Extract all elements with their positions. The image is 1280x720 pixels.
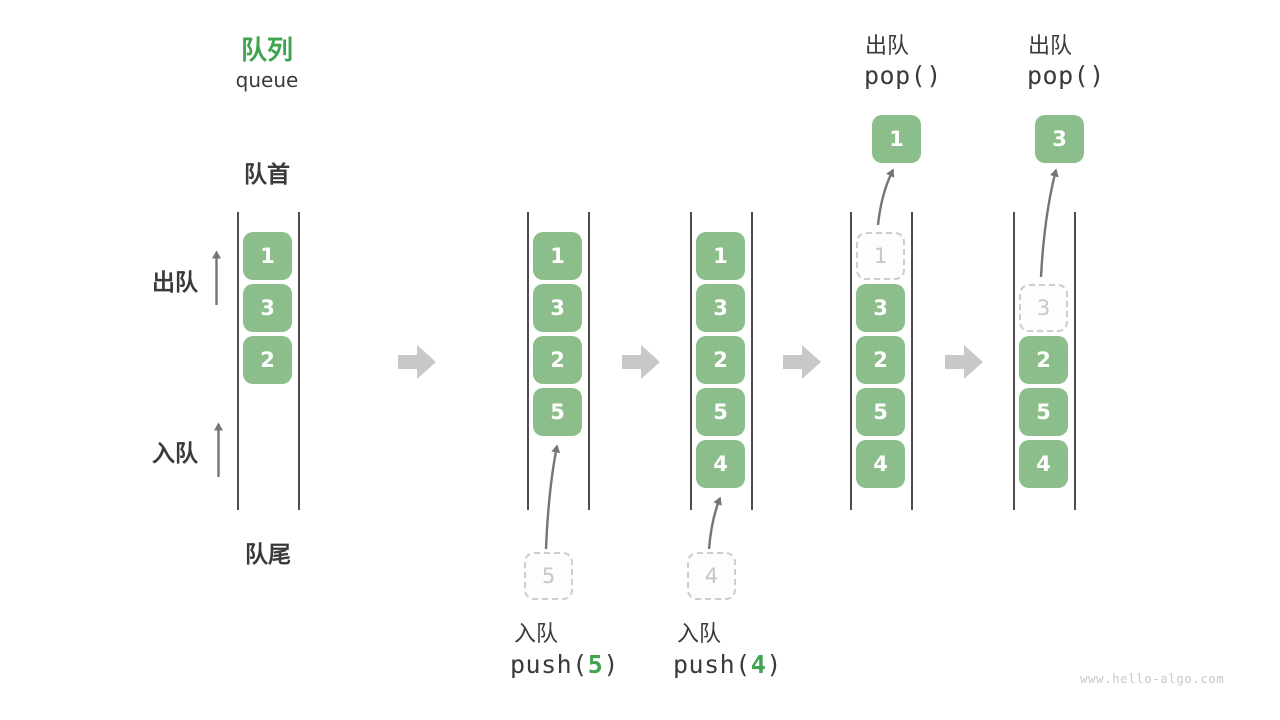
dequeue-op-label: 出队 bbox=[1028, 34, 1073, 59]
watermark: www.hello-algo.com bbox=[1080, 671, 1225, 686]
queue-wall-left bbox=[237, 212, 239, 510]
queue-item: 4 bbox=[696, 440, 745, 488]
queue-wall-right bbox=[1074, 212, 1076, 510]
dequeue-op-label: 出队 bbox=[865, 34, 910, 59]
code-text: pop( bbox=[1027, 61, 1090, 90]
next-state-block-arrow-icon bbox=[398, 345, 436, 379]
queue-wall-left bbox=[527, 212, 529, 510]
next-state-block-arrow-icon bbox=[945, 345, 983, 379]
queue-item: 1 bbox=[243, 232, 292, 280]
queue-wall-left bbox=[690, 212, 692, 510]
staged-item: 5 bbox=[524, 552, 573, 600]
popped-item: 3 bbox=[1035, 115, 1084, 163]
enqueue-arrow-icon bbox=[544, 444, 561, 550]
queue-wall-left bbox=[850, 212, 852, 510]
code-text: ) bbox=[926, 61, 942, 90]
enqueue-op-label: 入队 bbox=[514, 622, 559, 647]
queue-item: 3 bbox=[243, 284, 292, 332]
queue-item: 2 bbox=[1019, 336, 1068, 384]
enqueue-side-label: 入队 bbox=[152, 441, 198, 467]
queue-item: 3 bbox=[856, 284, 905, 332]
queue-item: 1 bbox=[696, 232, 745, 280]
code-text: ) bbox=[1089, 61, 1105, 90]
code-arg: 4 bbox=[750, 650, 767, 679]
queue-wall-right bbox=[911, 212, 913, 510]
diagram-title-en: queue bbox=[235, 68, 299, 92]
queue-item: 2 bbox=[533, 336, 582, 384]
dequeue-op-code: pop() bbox=[1027, 61, 1105, 90]
queue-item: 1 bbox=[533, 232, 582, 280]
code-arg: 5 bbox=[587, 650, 604, 679]
queue-item: 5 bbox=[856, 388, 905, 436]
queue-front-label: 队首 bbox=[244, 162, 290, 188]
enqueue-op-code: push(5) bbox=[510, 650, 619, 679]
dequeue-op-code: pop() bbox=[864, 61, 942, 90]
dequeue-side-label: 出队 bbox=[152, 270, 198, 296]
queue-item: 2 bbox=[243, 336, 292, 384]
queue-item: 4 bbox=[1019, 440, 1068, 488]
queue-item: 2 bbox=[696, 336, 745, 384]
queue-item: 2 bbox=[856, 336, 905, 384]
next-state-block-arrow-icon bbox=[783, 345, 821, 379]
queue-wall-right bbox=[751, 212, 753, 510]
enqueue-op-code: push(4) bbox=[673, 650, 782, 679]
queue-item-dashed: 1 bbox=[856, 232, 905, 280]
queue-wall-left bbox=[1013, 212, 1015, 510]
queue-item: 5 bbox=[696, 388, 745, 436]
code-text: push( bbox=[510, 650, 588, 679]
queue-wall-right bbox=[588, 212, 590, 510]
queue-wall-right bbox=[298, 212, 300, 510]
code-text: ) bbox=[603, 650, 619, 679]
queue-item: 4 bbox=[856, 440, 905, 488]
code-text: pop( bbox=[864, 61, 927, 90]
dequeue-arrow-icon bbox=[876, 168, 895, 226]
next-state-block-arrow-icon bbox=[622, 345, 660, 379]
queue-item-dashed: 3 bbox=[1019, 284, 1068, 332]
enqueue-op-label: 入队 bbox=[677, 622, 722, 647]
queue-item: 3 bbox=[696, 284, 745, 332]
dequeue-arrow-icon bbox=[1039, 168, 1059, 278]
popped-item: 1 bbox=[872, 115, 921, 163]
staged-item: 4 bbox=[687, 552, 736, 600]
diagram-title-zh: 队列 bbox=[240, 36, 294, 66]
queue-item: 5 bbox=[533, 388, 582, 436]
queue-rear-label: 队尾 bbox=[245, 542, 291, 568]
queue-item: 3 bbox=[533, 284, 582, 332]
code-text: ) bbox=[766, 650, 782, 679]
code-text: push( bbox=[673, 650, 751, 679]
queue-item: 5 bbox=[1019, 388, 1068, 436]
enqueue-arrow-icon bbox=[707, 496, 722, 550]
